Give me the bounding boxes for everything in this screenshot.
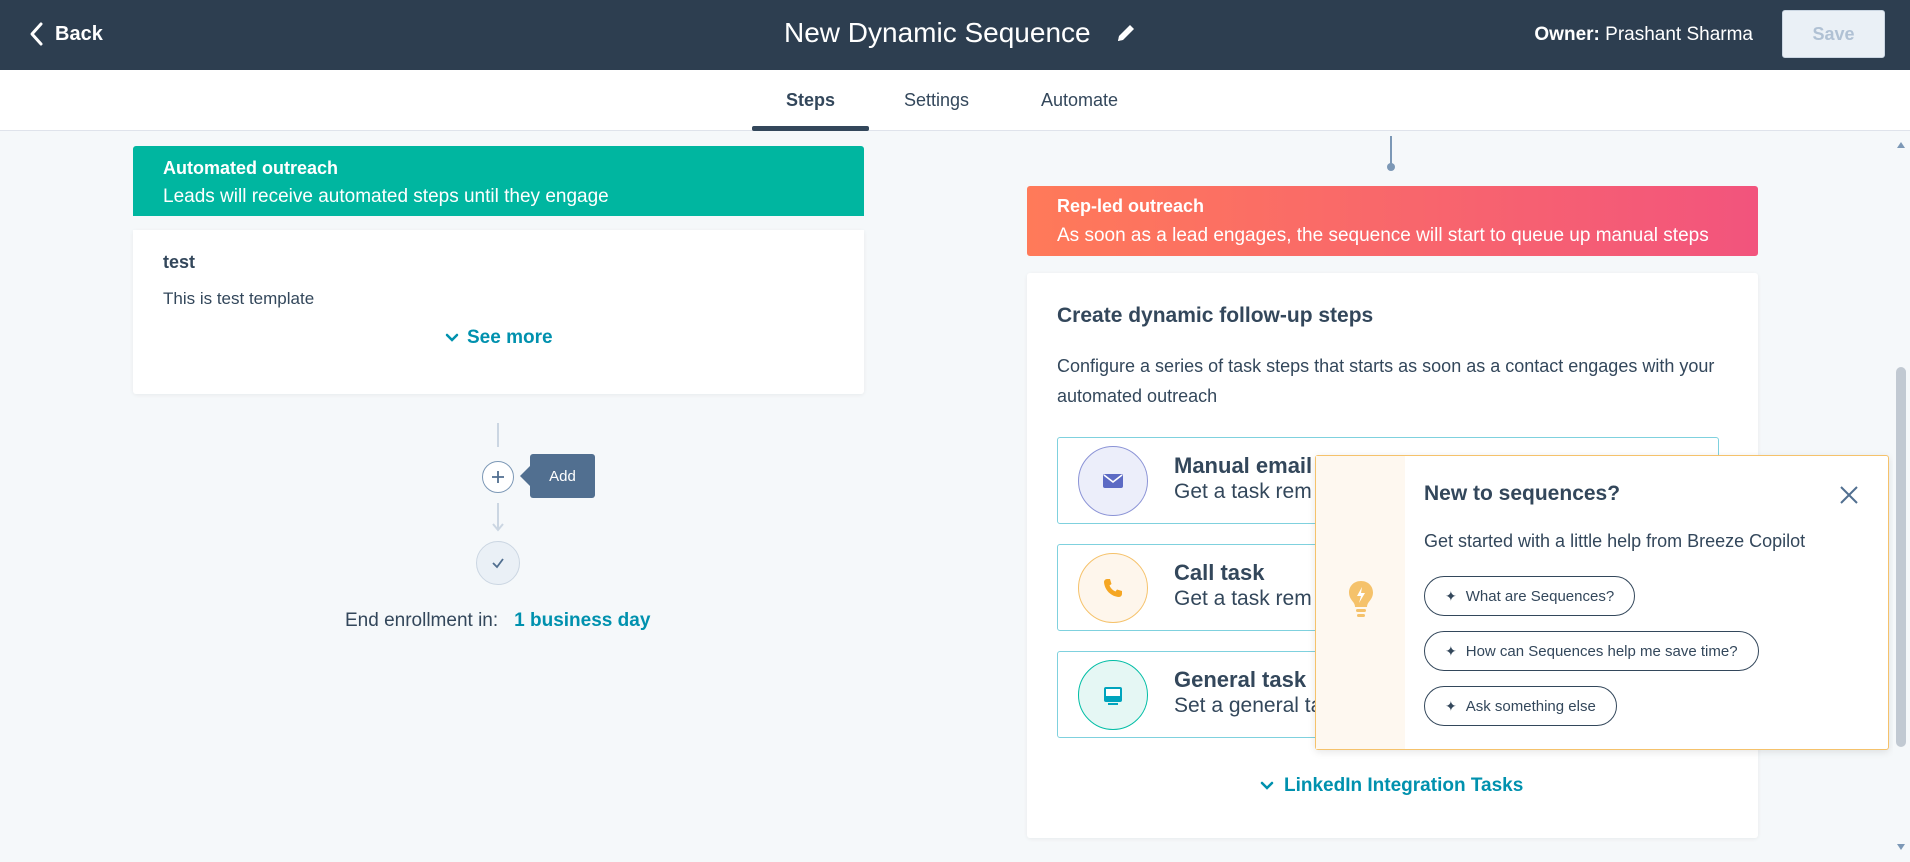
close-icon[interactable] (1838, 484, 1860, 506)
automated-outreach-banner: Automated outreach Leads will receive au… (133, 146, 864, 216)
back-label: Back (55, 22, 103, 45)
sparkle-icon: ✦ (1445, 587, 1457, 604)
connector-line-right (1390, 136, 1392, 164)
tab-automate[interactable]: Automate (1041, 90, 1119, 110)
add-step-button[interactable] (482, 461, 514, 493)
chevron-down-icon (1260, 781, 1274, 790)
end-enrollment-value-link[interactable]: 1 business day (514, 610, 651, 631)
linkedin-tasks-toggle[interactable]: LinkedIn Integration Tasks (1260, 775, 1523, 797)
rep-led-outreach-banner: Rep-led outreach As soon as a lead engag… (1027, 186, 1758, 256)
task-desc: Get a task rem (1174, 587, 1312, 610)
chevron-left-icon (30, 22, 43, 46)
sparkle-icon: ✦ (1445, 642, 1457, 659)
automated-outreach-subtitle: Leads will receive automated steps until… (163, 186, 609, 207)
see-more-link[interactable]: See more (445, 327, 553, 349)
pencil-icon[interactable] (1115, 22, 1137, 44)
rep-led-title: Rep-led outreach (1057, 196, 1205, 216)
chip-ask-something-else[interactable]: ✦ Ask something else (1424, 686, 1617, 726)
chip-save-time[interactable]: ✦ How can Sequences help me save time? (1424, 631, 1759, 671)
chip-label: What are Sequences? (1465, 587, 1615, 605)
plus-icon (492, 471, 504, 483)
task-desc: Set a general ta (1174, 694, 1323, 717)
chip-label: How can Sequences help me save time? (1465, 642, 1738, 660)
rep-led-subtitle: As soon as a lead engages, the sequence … (1057, 225, 1709, 246)
dynamic-steps-description: Configure a series of task steps that st… (1057, 356, 1715, 406)
popup-side-panel (1316, 456, 1405, 749)
email-step-card[interactable]: test This is test template See more (133, 230, 864, 394)
arrow-down-icon (492, 503, 504, 532)
scrollbar-thumb[interactable] (1896, 367, 1906, 747)
popup-title: New to sequences? (1424, 482, 1621, 505)
linkedin-tasks-label: LinkedIn Integration Tasks (1284, 775, 1524, 796)
step-title: test (163, 252, 196, 272)
connector-dot (1387, 163, 1395, 171)
owner-info: Owner: Prashant Sharma (1534, 24, 1753, 46)
top-bar: Back New Dynamic Sequence Owner: Prashan… (0, 0, 1910, 70)
task-name: Manual email (1174, 453, 1313, 478)
save-button[interactable]: Save (1782, 10, 1885, 58)
chip-label: Ask something else (1465, 697, 1596, 715)
add-tooltip: Add (520, 454, 595, 498)
task-name: General task (1174, 667, 1307, 692)
sparkle-icon: ✦ (1445, 697, 1457, 714)
back-button[interactable]: Back (27, 21, 103, 47)
end-step-marker (476, 541, 520, 585)
lightbulb-icon (1349, 581, 1373, 617)
dynamic-steps-title: Create dynamic follow-up steps (1057, 304, 1374, 327)
scroll-down-arrow-icon[interactable] (1896, 843, 1906, 851)
chip-what-are-sequences[interactable]: ✦ What are Sequences? (1424, 576, 1636, 616)
title-wrap: New Dynamic Sequence (784, 17, 1137, 49)
tab-bar: Steps Settings Automate (0, 70, 1910, 131)
popup-subtitle: Get started with a little help from Bree… (1424, 531, 1806, 551)
step-body: This is test template (163, 289, 315, 308)
end-enrollment-label: End enrollment in: (345, 610, 499, 631)
end-enrollment: End enrollment in: 1 business day (345, 610, 650, 632)
scroll-up-arrow-icon[interactable] (1896, 141, 1906, 149)
tab-steps[interactable]: Steps (786, 90, 836, 110)
task-card-icon (1078, 660, 1148, 730)
task-desc: Get a task rem (1174, 480, 1312, 503)
sequence-title: New Dynamic Sequence (784, 17, 1091, 48)
see-more-label: See more (467, 327, 553, 348)
tab-settings[interactable]: Settings (904, 90, 970, 110)
envelope-icon (1078, 446, 1148, 516)
chevron-down-icon (445, 333, 459, 342)
owner-label: Owner: (1534, 24, 1600, 45)
task-name: Call task (1174, 560, 1265, 585)
checkmark-icon (492, 558, 504, 569)
connector-line (497, 423, 499, 447)
active-tab-indicator (752, 126, 869, 131)
phone-icon (1078, 553, 1148, 623)
owner-name: Prashant Sharma (1605, 24, 1753, 45)
copilot-onboarding-popup: New to sequences? Get started with a lit… (1315, 455, 1889, 750)
automated-outreach-title: Automated outreach (163, 158, 339, 178)
